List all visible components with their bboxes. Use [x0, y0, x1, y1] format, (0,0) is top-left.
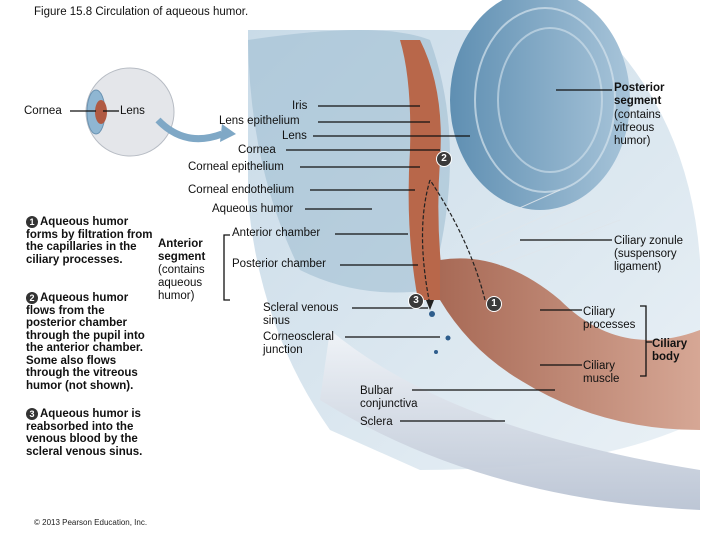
- marker-2: 2: [436, 151, 452, 167]
- figure-title: Figure 15.8 Circulation of aqueous humor…: [34, 6, 249, 18]
- iris-label: Iris: [292, 100, 308, 112]
- lens-epithelium-label: Lens epithelium: [219, 115, 300, 127]
- leader-lines: [70, 89, 652, 422]
- marker-1: 1: [486, 296, 502, 312]
- aqueous-humor-label: Aqueous humor: [212, 203, 294, 215]
- ciliary-body-label: Ciliary body: [652, 338, 688, 363]
- step-1-number: 1: [26, 216, 38, 228]
- corneoscleral-junction-label: Corneoscleral junction: [263, 331, 334, 356]
- inset-lens-label: Lens: [120, 105, 145, 117]
- anterior-segment-note: (contains aqueous humor): [158, 264, 205, 302]
- ciliary-muscle-label: Ciliary muscle: [583, 360, 620, 385]
- step-3-number: 3: [26, 408, 38, 420]
- anterior-segment-title: Anterior segment: [158, 238, 206, 263]
- ciliary-processes-label: Ciliary processes: [583, 306, 636, 331]
- cornea-label: Cornea: [238, 144, 276, 156]
- step-2-number: 2: [26, 292, 38, 304]
- main-eye-section: [248, 0, 700, 510]
- step-2-text: Aqueous humor flows from the posterior c…: [26, 292, 145, 392]
- inset-eye: [85, 67, 236, 157]
- marker-3: 3: [408, 293, 424, 309]
- corneal-epithelium-label: Corneal epithelium: [188, 161, 284, 173]
- scleral-venous-sinus-label: Scleral venous sinus: [263, 302, 339, 327]
- anterior-chamber-label: Anterior chamber: [232, 227, 321, 239]
- copyright-notice: © 2013 Pearson Education, Inc.: [34, 518, 148, 527]
- step-3-text: Aqueous humor is reabsorbed into the ven…: [26, 408, 143, 458]
- posterior-segment-title: Posterior segment: [614, 82, 665, 107]
- lens-label: Lens: [282, 130, 307, 142]
- posterior-chamber-label: Posterior chamber: [232, 258, 326, 270]
- sclera-label: Sclera: [360, 416, 393, 428]
- corneal-endothelium-label: Corneal endothelium: [188, 184, 295, 196]
- step-1-text: Aqueous humor forms by filtration from t…: [26, 216, 153, 266]
- bulbar-conjunctiva-label: Bulbar conjunctiva: [360, 385, 418, 410]
- posterior-segment-note: (contains vitreous humor): [614, 109, 661, 147]
- ciliary-zonule-label: Ciliary zonule (suspensory ligament): [614, 235, 684, 273]
- inset-cornea-label: Cornea: [24, 105, 62, 117]
